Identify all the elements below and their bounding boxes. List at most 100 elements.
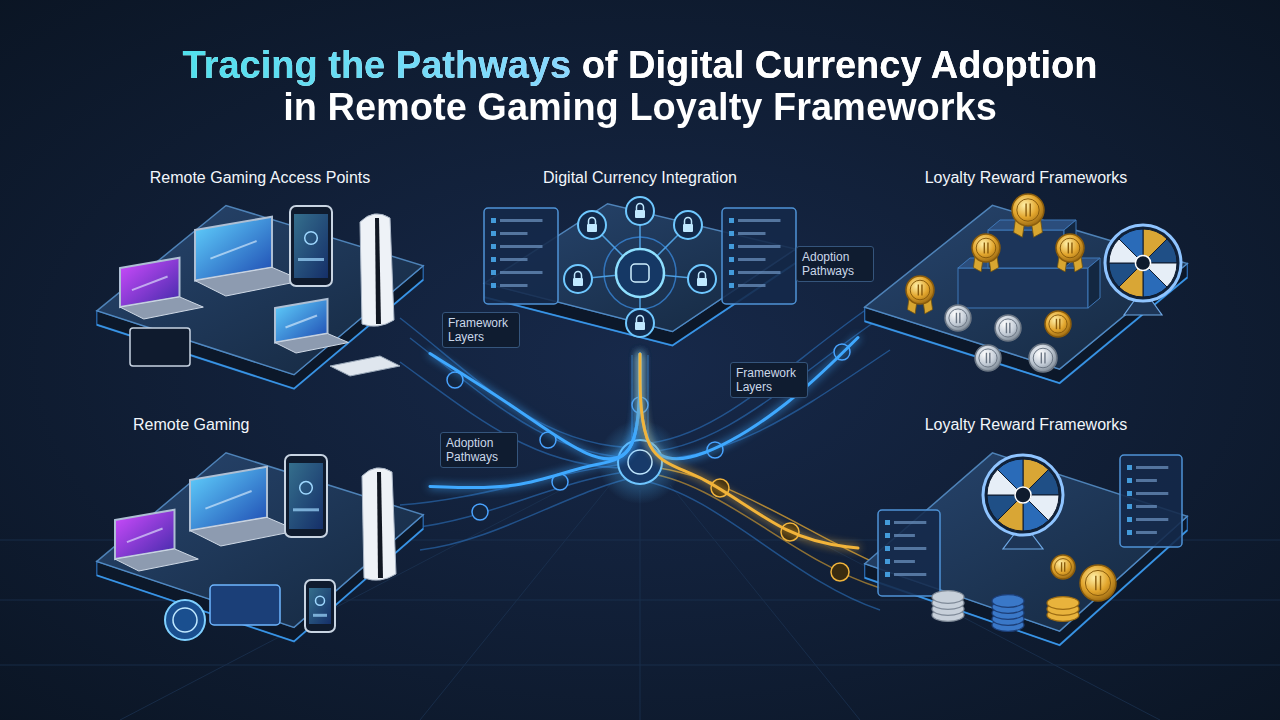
laptop-base bbox=[275, 334, 349, 354]
node-heading: Remote Gaming bbox=[90, 415, 430, 435]
coin-rim bbox=[1033, 348, 1053, 368]
hub-halo bbox=[604, 237, 676, 309]
node-panel: Digital Currency Integration bbox=[478, 168, 802, 354]
coin-rim bbox=[1060, 238, 1080, 258]
platform-illustration bbox=[90, 168, 430, 400]
coin-mark bbox=[986, 353, 989, 363]
coin bbox=[1056, 234, 1084, 262]
panel-row bbox=[500, 232, 528, 235]
console-core bbox=[377, 472, 383, 578]
panel-icon bbox=[729, 257, 734, 262]
coin-mark bbox=[1006, 323, 1009, 333]
panel-icon bbox=[885, 546, 890, 551]
phone-body bbox=[285, 455, 327, 537]
coin-token bbox=[472, 504, 488, 520]
panel-icon bbox=[729, 231, 734, 236]
glow-coin-inner bbox=[173, 608, 197, 632]
bundle-line bbox=[640, 472, 880, 588]
panel-icon bbox=[491, 218, 496, 223]
title-area: Tracing the Pathways of Digital Currency… bbox=[0, 44, 1280, 128]
panel-row bbox=[894, 521, 926, 524]
callout-box: Framework Layers bbox=[730, 362, 808, 398]
coin bbox=[1045, 311, 1071, 337]
wheel-segments bbox=[987, 459, 1059, 531]
lock-node bbox=[626, 309, 654, 337]
panel-row bbox=[894, 547, 926, 550]
pathway-connector bbox=[640, 338, 858, 459]
panel-row bbox=[738, 271, 781, 274]
wheel-segment bbox=[987, 495, 1017, 520]
panel-row bbox=[500, 258, 528, 261]
phone-screen bbox=[294, 214, 328, 278]
laptop-base bbox=[190, 517, 298, 546]
callout-box: Framework Layers bbox=[442, 312, 520, 348]
wheel-segment bbox=[1029, 470, 1059, 495]
wheel-segment bbox=[1148, 239, 1177, 263]
panel-row bbox=[500, 219, 543, 222]
phone-screen bbox=[289, 463, 323, 529]
lock-shackle bbox=[685, 218, 692, 225]
callout-label: Framework Layers bbox=[736, 366, 802, 394]
panel-row bbox=[738, 245, 781, 248]
panel-icon bbox=[729, 244, 734, 249]
pathway-connector bbox=[640, 354, 858, 548]
lock-shackle bbox=[637, 204, 644, 211]
wheel-segment bbox=[1119, 229, 1143, 258]
phone-icon bbox=[305, 232, 318, 245]
coin-rim bbox=[1055, 559, 1072, 576]
bundle-line bbox=[400, 318, 640, 448]
pedestal-side bbox=[1088, 258, 1100, 308]
wheel-rim bbox=[983, 455, 1063, 535]
coin bbox=[1012, 194, 1044, 226]
coin-stack bbox=[1047, 597, 1079, 610]
coin bbox=[1051, 555, 1075, 579]
platform-top bbox=[865, 453, 1188, 631]
lock-shackle bbox=[575, 272, 582, 279]
info-panel bbox=[722, 208, 796, 304]
coin bbox=[995, 315, 1021, 341]
hub-chip bbox=[631, 264, 649, 282]
panel-icon bbox=[491, 283, 496, 288]
panel-icon bbox=[885, 572, 890, 577]
wheel-segment bbox=[1109, 263, 1138, 287]
panel-row bbox=[1136, 466, 1168, 469]
panel-row bbox=[894, 573, 926, 576]
node-heading: Loyalty Reward Frameworks bbox=[858, 415, 1194, 435]
lock-shackle bbox=[589, 218, 596, 225]
node-panel: Loyalty Reward Frameworks bbox=[858, 415, 1194, 657]
panel-icon bbox=[1127, 465, 1132, 470]
coin bbox=[972, 234, 1000, 262]
panel-row bbox=[1136, 518, 1168, 521]
pathway-bundles bbox=[400, 300, 890, 610]
platform-illustration bbox=[90, 415, 430, 653]
tablet bbox=[130, 328, 190, 366]
panel-icon bbox=[729, 270, 734, 275]
coin bbox=[945, 305, 971, 331]
panel-row bbox=[1136, 531, 1157, 534]
wheel-rim bbox=[1105, 225, 1181, 301]
screen-glow bbox=[132, 277, 168, 291]
node-panel: Loyalty Reward Frameworks bbox=[858, 168, 1194, 394]
panel-icon bbox=[729, 218, 734, 223]
panel-icon bbox=[729, 283, 734, 288]
payment-card bbox=[210, 585, 280, 625]
coin-mark bbox=[1062, 562, 1065, 572]
laptop-base bbox=[115, 549, 198, 571]
coin-stack bbox=[992, 595, 1024, 608]
panel-row bbox=[500, 245, 543, 248]
panel-row bbox=[738, 284, 766, 287]
callout-label: Adoption Pathways bbox=[446, 436, 512, 464]
panel-row bbox=[738, 258, 766, 261]
coin-rim bbox=[1049, 315, 1067, 333]
panel-icon bbox=[885, 559, 890, 564]
node-heading: Remote Gaming Access Points bbox=[90, 168, 430, 188]
lock-node bbox=[674, 211, 702, 239]
lock-shackle bbox=[637, 316, 644, 323]
laptop-base bbox=[120, 297, 203, 319]
diagram-title: Tracing the Pathways of Digital Currency… bbox=[170, 44, 1110, 128]
phone-bar bbox=[313, 614, 327, 617]
coin-mark bbox=[1096, 576, 1101, 590]
panel-row bbox=[1136, 505, 1157, 508]
